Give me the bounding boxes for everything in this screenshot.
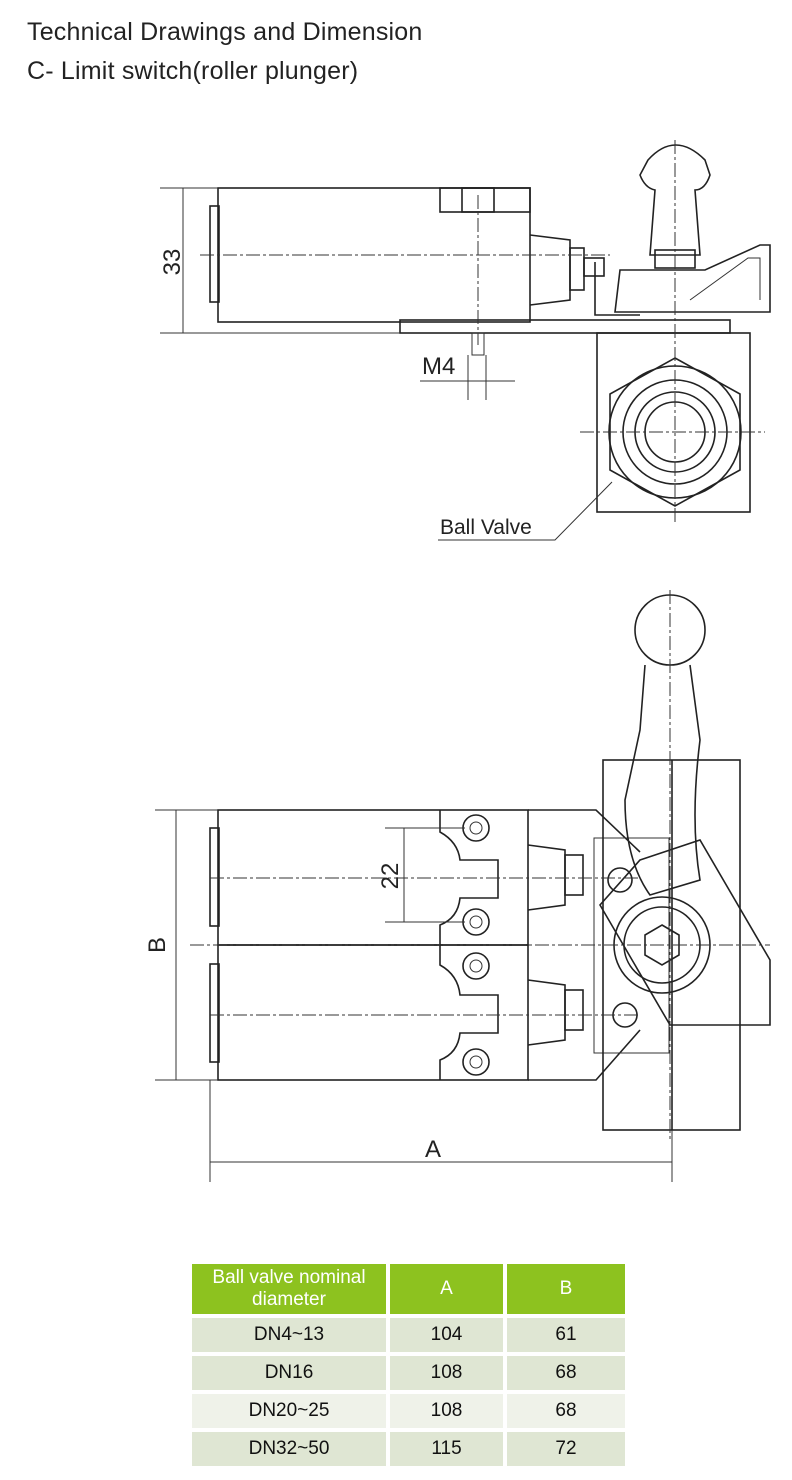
table-cell: DN32~50 (192, 1432, 386, 1466)
table-cell: 115 (390, 1432, 503, 1466)
table-cell: 108 (390, 1356, 503, 1390)
dimension-b-label: B (144, 937, 171, 953)
table-cell: DN4~13 (192, 1318, 386, 1352)
table-cell: 108 (390, 1394, 503, 1428)
dimension-height-label: 33 (159, 249, 186, 276)
page-subtitle: C- Limit switch(roller plunger) (27, 57, 359, 85)
table-cell: 104 (390, 1318, 503, 1352)
table-row: DN4~13 104 61 (192, 1318, 625, 1352)
table-header-row: Ball valve nominal diameter A B (192, 1264, 625, 1314)
table-cell: DN20~25 (192, 1394, 386, 1428)
dimension-spacing-label: 22 (377, 863, 404, 890)
column-header-diameter: Ball valve nominal diameter (192, 1264, 386, 1314)
dimension-thread-label: M4 (422, 353, 455, 380)
page-title: Technical Drawings and Dimension (27, 18, 423, 46)
ball-valve-callout: Ball Valve (440, 516, 532, 539)
bottom-view-drawing (155, 590, 771, 1182)
column-header-b: B (507, 1264, 625, 1314)
table-row: DN20~25 108 68 (192, 1394, 625, 1428)
dimension-a-label: A (425, 1136, 441, 1163)
table-cell: 61 (507, 1318, 625, 1352)
table-cell: 68 (507, 1356, 625, 1390)
table-cell: DN16 (192, 1356, 386, 1390)
table-row: DN16 108 68 (192, 1356, 625, 1390)
table-cell: 68 (507, 1394, 625, 1428)
top-view-drawing (160, 140, 771, 541)
technical-drawing: 33 M4 Ball Valve (144, 140, 771, 1182)
column-header-a: A (390, 1264, 503, 1314)
table-cell: 72 (507, 1432, 625, 1466)
dimension-table: Ball valve nominal diameter A B DN4~13 1… (188, 1260, 629, 1470)
table-row: DN32~50 115 72 (192, 1432, 625, 1466)
